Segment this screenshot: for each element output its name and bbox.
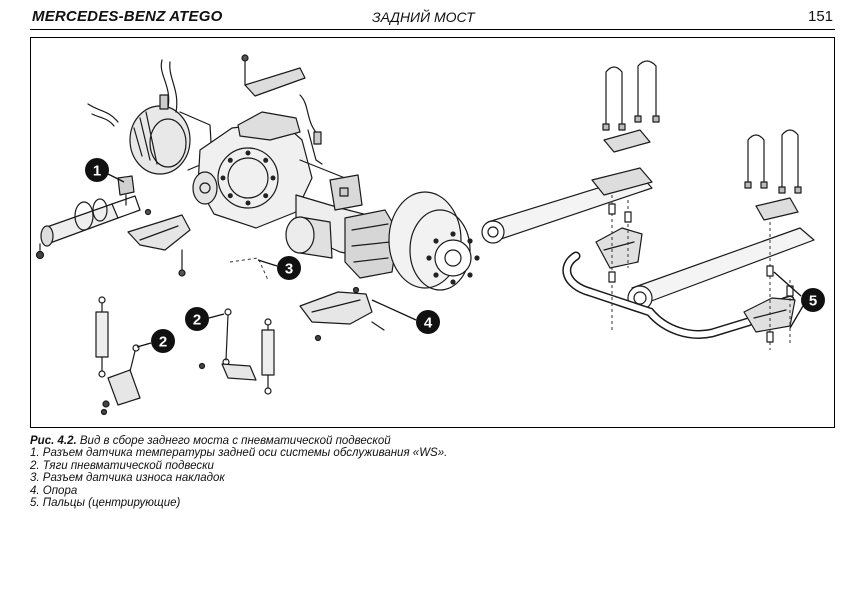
leaf-spring-rear	[627, 129, 815, 311]
page-number: 151	[808, 8, 834, 25]
callout-3-label: 3	[285, 261, 293, 278]
callout-2a-label: 2	[159, 334, 167, 351]
drive-shaft	[35, 195, 141, 260]
brake-chamber	[285, 216, 333, 259]
section-title: ЗАДНИЙ МОСТ	[372, 9, 475, 25]
callout-4-label: 4	[424, 315, 433, 332]
suspension-link-left	[100, 344, 141, 416]
callout-2b: 2	[185, 307, 209, 331]
right-brake-disc	[388, 191, 480, 291]
shock-absorber-left	[95, 296, 109, 378]
leaf-spring-front	[481, 60, 660, 244]
brand-title: MERCEDES-BENZ ATEGO	[32, 8, 223, 25]
caption-title-line: Рис. 4.2. Вид в сборе заднего моста с пн…	[30, 435, 830, 447]
caption-title: Вид в сборе заднего моста с пневматическ…	[79, 435, 391, 447]
centering-pins	[608, 195, 794, 350]
caption-item: 4. Опора	[30, 484, 78, 497]
callout-3: 3	[277, 256, 301, 280]
brake-caliper	[344, 209, 399, 279]
differential-housing	[192, 111, 313, 229]
shock-absorber-right	[261, 318, 275, 395]
callout-5: 5	[801, 288, 825, 312]
sensor-wires	[87, 59, 323, 281]
lower-bracket	[127, 208, 191, 277]
top-bracket	[241, 54, 306, 97]
callout-1-label: 1	[93, 163, 101, 180]
figure-caption: Рис. 4.2. Вид в сборе заднего моста с пн…	[30, 435, 830, 509]
figure-frame: 1 2 2 3 4 5	[30, 37, 835, 428]
spring-bracket-front	[595, 227, 643, 269]
callout-1: 1	[85, 158, 109, 182]
callout-2b-label: 2	[193, 312, 201, 329]
suspension-link-right	[198, 308, 257, 381]
callout-2a: 2	[151, 329, 175, 353]
caption-item: 2. Тяги пневматической подвески	[30, 459, 214, 472]
caption-item: 5. Пальцы (центрирующие)	[30, 497, 181, 510]
support-bracket	[299, 286, 385, 342]
callout-4: 4	[416, 310, 440, 334]
leader-lines	[107, 173, 804, 348]
caption-item: 1. Разъем датчика температуры задней оси…	[30, 447, 448, 460]
rear-axle-drawing: 1 2 2 3 4 5	[35, 54, 825, 416]
caption-item: 3. Разъем датчика износа накладок	[30, 472, 225, 485]
figure-label: Рис. 4.2.	[30, 435, 77, 447]
callout-5-label: 5	[809, 293, 817, 310]
header-rule	[30, 29, 835, 30]
